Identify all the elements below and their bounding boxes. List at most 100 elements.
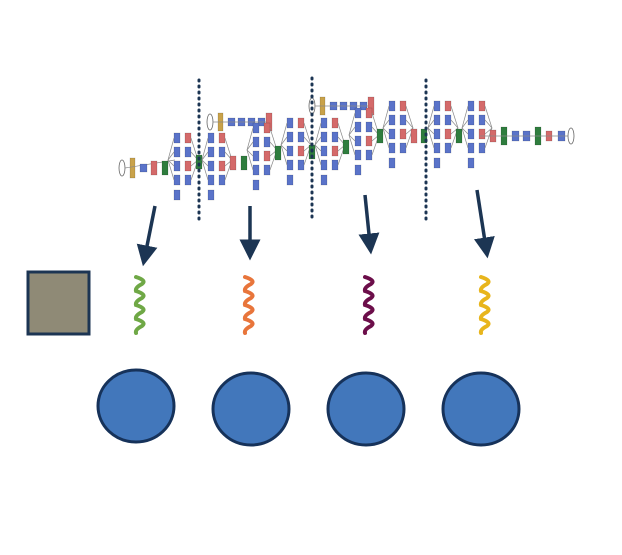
- network-node-71: [365, 149, 373, 161]
- network-node-24: [207, 174, 215, 186]
- network-edge: [201, 159, 209, 181]
- network-edge: [314, 144, 322, 166]
- layer-split-lines: [197, 76, 428, 226]
- network-node-90: [444, 128, 452, 140]
- network-edge: [348, 126, 356, 136]
- network-node-11: [173, 189, 181, 201]
- feature-squiggles: [133, 275, 491, 335]
- network-node-57: [331, 131, 339, 143]
- network-node-28: [240, 155, 248, 171]
- network-edge: [450, 105, 459, 129]
- network-node-59: [331, 145, 339, 157]
- aux-branch-output: [308, 97, 316, 115]
- network-node-67: [365, 121, 373, 133]
- network-node-47: [286, 174, 294, 186]
- network-edge: [461, 127, 469, 149]
- network-node-82: [388, 157, 396, 169]
- output-circle-4: [441, 371, 521, 447]
- network-node-73: [376, 128, 384, 144]
- network-edge: [405, 119, 414, 129]
- network-edge: [450, 119, 459, 129]
- feature-squiggle-purple: [362, 275, 375, 335]
- network-node-55: [331, 117, 339, 129]
- network-edge: [382, 105, 390, 129]
- network-node-80: [388, 142, 396, 154]
- network-edge: [201, 159, 209, 167]
- network-node-98: [478, 114, 486, 126]
- output-circles: [96, 368, 521, 447]
- network-edge: [382, 127, 390, 135]
- feature-squiggle-orange: [242, 275, 255, 335]
- network-node-99: [467, 128, 475, 140]
- network-node-78: [388, 128, 396, 140]
- network-node-89: [433, 128, 441, 140]
- network-node-44: [297, 145, 305, 157]
- network-node-37: [252, 179, 260, 191]
- network-edge: [484, 105, 493, 129]
- network-node-19: [218, 132, 226, 144]
- output-circle-1: [96, 368, 176, 444]
- network-edge: [382, 119, 390, 129]
- network-node-91: [433, 142, 441, 154]
- network-node-72: [354, 164, 362, 176]
- network-edge: [280, 144, 288, 166]
- network-node-74: [388, 100, 396, 112]
- network-node-22: [207, 160, 215, 172]
- network-edge: [167, 137, 175, 161]
- network-aux-node-left: [129, 157, 136, 179]
- network-edge: [461, 127, 469, 135]
- network-node-33: [252, 150, 260, 162]
- network-node-75: [399, 100, 407, 112]
- feature-extraction-arrows: [136, 189, 495, 267]
- network-node-2: [161, 160, 169, 176]
- network-edge: [314, 136, 322, 146]
- network-node-61: [331, 159, 339, 171]
- network-node-36: [263, 164, 271, 176]
- network-node-27: [229, 155, 237, 171]
- network-edge: [246, 127, 254, 151]
- network-node-103: [467, 157, 475, 169]
- network-edge: [201, 137, 209, 161]
- network-node-9: [173, 174, 181, 186]
- network-node-81: [399, 142, 407, 154]
- network-edge: [280, 136, 288, 146]
- network-node-76: [388, 114, 396, 126]
- network-edge: [167, 159, 175, 181]
- network-edge: [427, 127, 435, 135]
- network-node-77: [399, 114, 407, 126]
- network-node-25: [218, 174, 226, 186]
- network-edge: [484, 127, 493, 135]
- network-node-62: [320, 174, 328, 186]
- network-node-95: [467, 100, 475, 112]
- input-image-square: [26, 270, 91, 336]
- network-node-10: [184, 174, 192, 186]
- network-node-86: [444, 100, 452, 112]
- network-node-41: [286, 131, 294, 143]
- network-edge: [461, 119, 469, 129]
- network-node-93: [433, 157, 441, 169]
- network-edge: [314, 122, 322, 146]
- network-node-68: [354, 135, 362, 147]
- network-node-46: [297, 159, 305, 171]
- network-edge: [461, 105, 469, 129]
- network-edge: [201, 151, 209, 161]
- network-node-4: [184, 132, 192, 144]
- network-node-31: [252, 136, 260, 148]
- network-edge: [314, 144, 322, 152]
- network-edge: [167, 159, 175, 167]
- network-node-26: [207, 189, 215, 201]
- network-node-60: [320, 159, 328, 171]
- network-edge: [303, 136, 312, 146]
- network-node-39: [286, 117, 294, 129]
- network-edge: [246, 149, 254, 157]
- network-node-79: [399, 128, 407, 140]
- network-edge: [427, 127, 435, 149]
- network-node-29: [252, 122, 260, 134]
- network-node-20: [207, 146, 215, 158]
- network-edge: [303, 122, 312, 146]
- network-edge: [484, 119, 493, 129]
- arrow-4: [474, 189, 495, 259]
- network-node-87: [433, 114, 441, 126]
- network-node-30: [263, 122, 271, 134]
- network-architecture-diagram: [118, 96, 575, 201]
